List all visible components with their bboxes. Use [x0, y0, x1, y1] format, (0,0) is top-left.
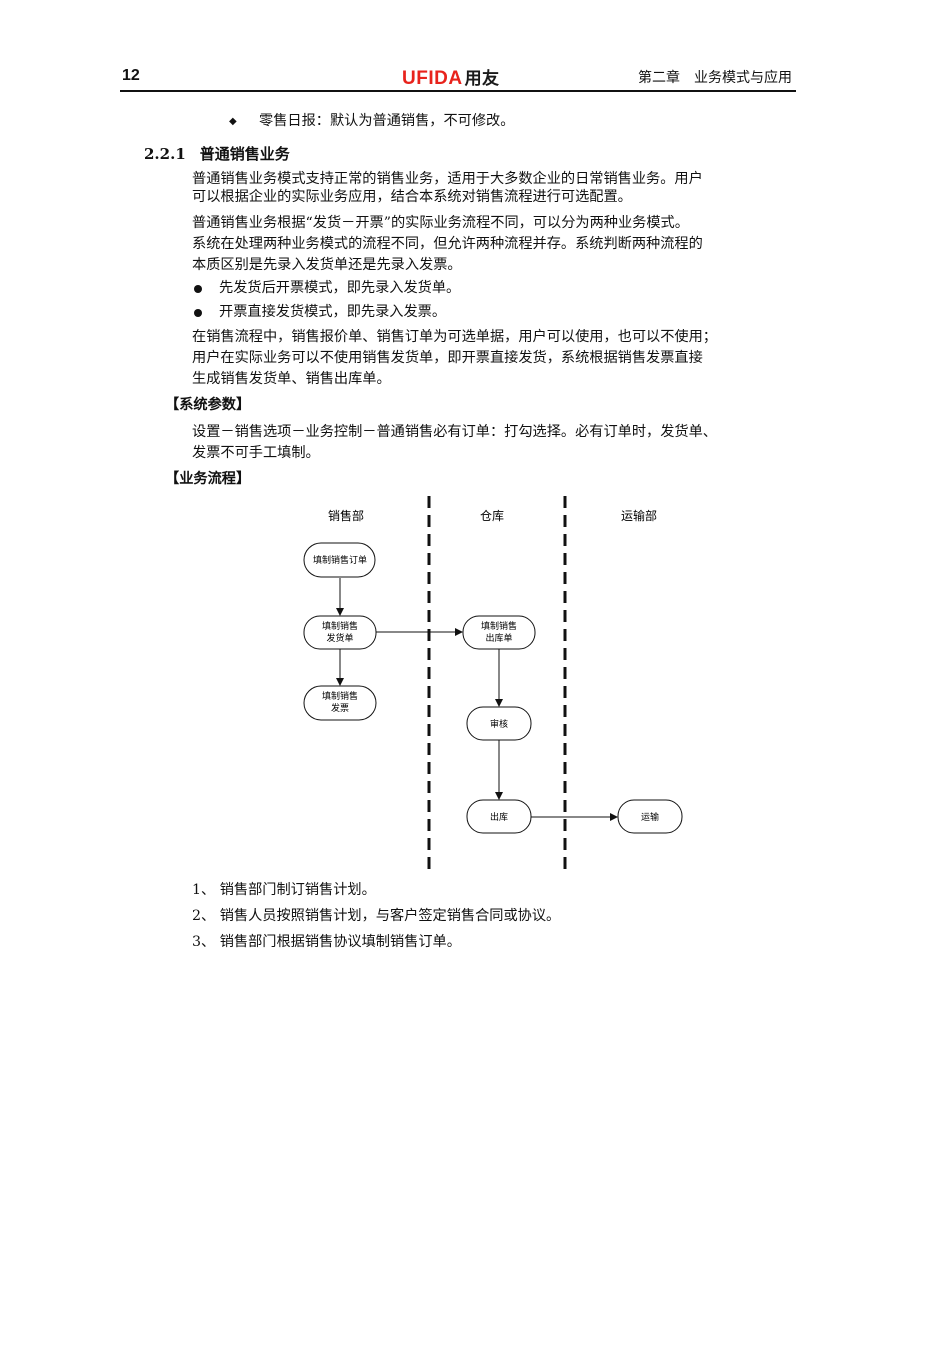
paragraph-line: 普通销售业务根据“发货－开票”的实际业务流程不同，可以分为两种业务模式。 — [192, 215, 689, 231]
node-fill-out — [466, 799, 532, 834]
round-bullet-icon — [194, 309, 202, 317]
lane-label-sales: 销售部 — [328, 508, 364, 523]
step-item: 3、 销售部门根据销售协议填制销售订单。 — [192, 934, 461, 950]
step-item: 1、 销售部门制订销售计划。 — [192, 882, 376, 898]
page-number: 12 — [122, 67, 140, 84]
node-fill-delivery-note — [303, 615, 377, 650]
logo-chinese: 用友 — [464, 69, 500, 88]
top-bullet-text: 零售日报：默认为普通销售，不可修改。 — [259, 113, 515, 129]
node-fill-outbound-order — [462, 615, 536, 650]
paragraph-line: 普通销售业务模式支持正常的销售业务，适用于大多数企业的日常销售业务。用户 — [192, 171, 703, 187]
chapter-title: 第二章 业务模式与应用 — [638, 70, 792, 86]
paragraph-line: 可以根据企业的实际业务应用，结合本系统对销售流程进行可选配置。 — [192, 189, 632, 205]
mode-bullet-text: 先发货后开票模式，即先录入发货单。 — [219, 280, 461, 296]
paragraph-line: 用户在实际业务可以不使用销售发货单，即开票直接发货，系统根据销售发票直接 — [192, 350, 703, 366]
system-params-line: 设置－销售选项－业务控制－普通销售必有订单：打勾选择。必有订单时，发货单、 — [192, 424, 717, 440]
node-fill-transport — [617, 799, 683, 834]
logo-latin: UFIDA — [402, 68, 463, 89]
section-title: 普通销售业务 — [199, 145, 290, 163]
paragraph-line: 在销售流程中，销售报价单、销售订单为可选单据，用户可以使用，也可以不使用； — [192, 329, 717, 345]
mode-bullet-text: 开票直接发货模式，即先录入发票。 — [219, 304, 447, 320]
step-item: 2、 销售人员按照销售计划，与客户签定销售合同或协议。 — [192, 908, 561, 924]
section-number: 2.2.1 — [144, 145, 186, 163]
diamond-bullet-icon: ◆ — [229, 116, 237, 127]
node-outbound-order-line2: 出库单 — [485, 632, 512, 644]
round-bullet-icon — [194, 285, 202, 293]
system-params-label: 【系统参数】 — [165, 397, 251, 413]
node-outbound-order-line1: 填制销售 — [481, 620, 517, 632]
node-fill-sales-order — [303, 542, 376, 578]
paragraph-line: 本质区别是先录入发货单还是先录入发票。 — [192, 257, 462, 273]
node-out: 出库 — [490, 811, 508, 823]
system-params-line: 发票不可手工填制。 — [192, 445, 320, 461]
node-delivery-note-line1: 填制销售 — [322, 620, 358, 632]
lane-label-warehouse: 仓库 — [480, 508, 504, 523]
node-sales-order: 填制销售订单 — [313, 554, 367, 566]
node-fill-audit — [466, 706, 532, 741]
node-invoice-line2: 发票 — [331, 702, 349, 714]
section-heading: 2.2.1 普通销售业务 — [144, 143, 290, 164]
paragraph-line: 系统在处理两种业务模式的流程不同，但允许两种流程并存。系统判断两种流程的 — [192, 236, 703, 252]
node-fill-invoice — [303, 685, 377, 721]
flow-label: 【业务流程】 — [165, 471, 251, 487]
paragraph-line: 生成销售发货单、销售出库单。 — [192, 371, 391, 387]
node-invoice-line1: 填制销售 — [322, 690, 358, 702]
node-transport: 运输 — [641, 811, 659, 823]
node-audit: 审核 — [490, 718, 508, 730]
lane-label-transport: 运输部 — [621, 508, 657, 523]
node-delivery-note-line2: 发货单 — [326, 632, 353, 644]
